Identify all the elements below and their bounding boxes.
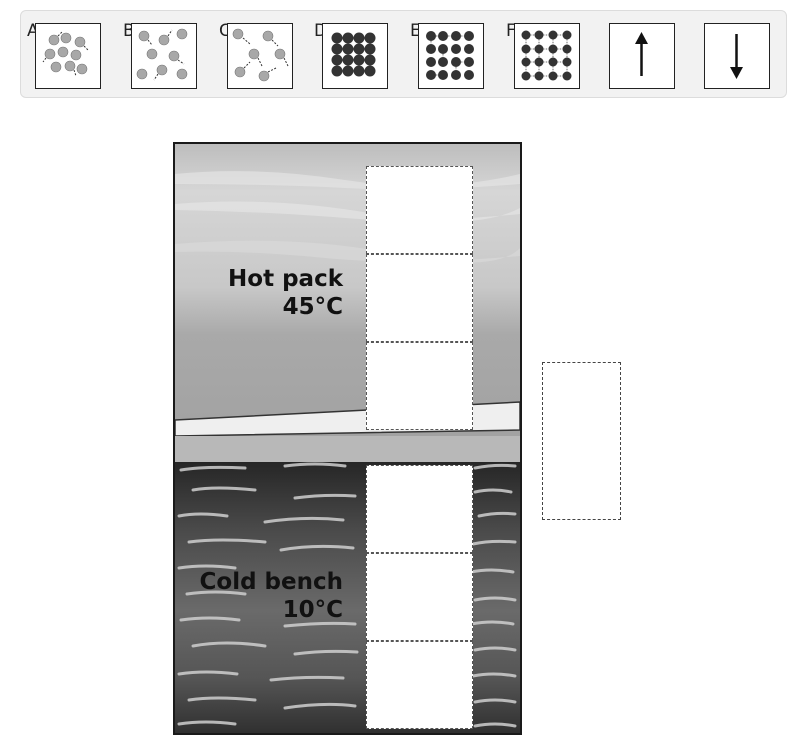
tile-letter: F: [506, 21, 516, 41]
particles-loose-cluster-icon: [35, 23, 101, 89]
hot-pack-label: Hot pack 45°C: [228, 265, 343, 321]
arrow-down-tile[interactable]: [704, 23, 770, 89]
particles-spread-icon: [131, 23, 197, 89]
lattice-loose-icon: [514, 23, 580, 89]
tile-e[interactable]: E: [410, 21, 486, 91]
tile-a[interactable]: A: [27, 21, 103, 91]
heat-transfer-scene: Hot pack 45°C Cold bench 10°C: [173, 142, 522, 735]
arrow-down-icon: [730, 34, 743, 79]
tile-letter: C: [219, 21, 231, 41]
tile-c[interactable]: C: [219, 21, 295, 91]
tile-palette: A B: [20, 10, 787, 98]
hot-drop-slot-3[interactable]: [366, 342, 473, 430]
cold-drop-slot-2[interactable]: [366, 553, 473, 641]
tile-f[interactable]: F: [506, 21, 582, 91]
particles-dispersed-icon: [227, 23, 293, 89]
hot-pack-temperature: 45°C: [282, 294, 343, 320]
tile-d[interactable]: D: [314, 21, 390, 91]
arrow-up-icon: [635, 32, 648, 76]
arrow-up-tile[interactable]: [609, 23, 675, 89]
cold-bench-temperature: 10°C: [282, 597, 343, 623]
cold-drop-slot-3[interactable]: [366, 641, 473, 729]
tile-letter: B: [123, 21, 135, 41]
energy-arrow-drop-slot[interactable]: [542, 362, 621, 520]
lattice-tight-icon: [322, 23, 388, 89]
tile-b[interactable]: B: [123, 21, 199, 91]
tile-letter: A: [27, 21, 39, 41]
hot-drop-slot-1[interactable]: [366, 166, 473, 254]
lattice-vibrating-icon: [418, 23, 484, 89]
cold-bench-name: Cold bench: [199, 569, 343, 595]
cold-bench-label: Cold bench 10°C: [200, 568, 343, 624]
hot-drop-slot-2[interactable]: [366, 254, 473, 342]
tile-letter: E: [410, 21, 421, 41]
hot-pack-name: Hot pack: [228, 266, 343, 292]
cold-drop-slot-1[interactable]: [366, 465, 473, 553]
